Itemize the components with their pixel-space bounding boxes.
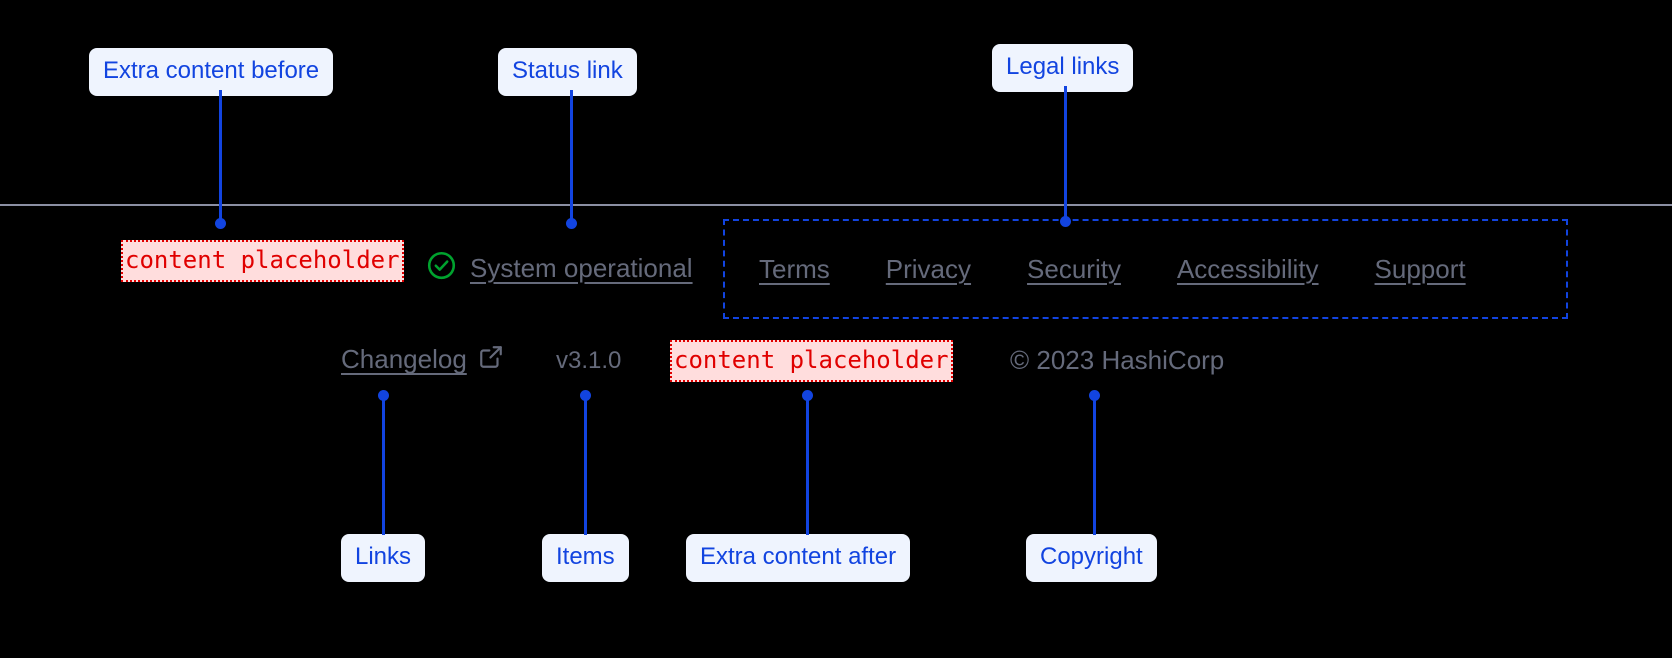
annotation-leader-links (382, 396, 385, 535)
check-circle-icon (426, 250, 457, 286)
copyright-text: © 2023 HashiCorp (1010, 345, 1225, 375)
copyright: © 2023 HashiCorp (1010, 345, 1224, 376)
annotation-leader-legal-links (1064, 86, 1067, 221)
annotation-legal-links: Legal links (992, 44, 1134, 92)
annotation-links: Links (341, 534, 426, 582)
legal-link-security[interactable]: Security (1027, 253, 1121, 284)
annotation-dot-legal-links (1060, 216, 1071, 227)
annotation-leader-extra-before (219, 90, 222, 223)
status-link-label: System operational (470, 252, 693, 283)
annotation-dot-status-link (566, 218, 577, 229)
legal-links-group: Terms Privacy Security Accessibility Sup… (723, 219, 1568, 319)
legal-link-privacy[interactable]: Privacy (885, 253, 972, 284)
content-placeholder-after: content placeholder (670, 340, 953, 382)
version-value: v3.1.0 (556, 347, 622, 374)
extra-content-before-slot: content placeholder (121, 240, 404, 282)
annotation-leader-extra-after (806, 396, 809, 535)
annotation-dot-copyright (1089, 390, 1100, 401)
annotation-dot-items (580, 390, 591, 401)
annotation-leader-copyright (1093, 396, 1096, 535)
annotation-leader-items (584, 396, 587, 535)
status-link[interactable]: System operational (426, 250, 693, 286)
annotation-dot-links (378, 390, 389, 401)
legal-link-support[interactable]: Support (1374, 253, 1466, 284)
annotation-extra-content-before: Extra content before (89, 48, 334, 96)
footer-top-divider (0, 204, 1672, 206)
legal-link-accessibility[interactable]: Accessibility (1176, 253, 1319, 284)
changelog-label: Changelog (341, 344, 467, 374)
content-placeholder-before: content placeholder (121, 240, 404, 282)
annotation-copyright: Copyright (1026, 534, 1157, 582)
annotation-extra-content-after: Extra content after (686, 534, 911, 582)
annotation-dot-extra-after (802, 390, 813, 401)
annotation-dot-extra-before (215, 218, 226, 229)
annotation-status-link: Status link (498, 48, 637, 96)
external-link-icon (478, 344, 504, 375)
legal-link-terms[interactable]: Terms (759, 253, 830, 284)
extra-content-after-slot: content placeholder (670, 340, 953, 382)
annotation-items: Items (542, 534, 629, 582)
annotation-leader-status-link (570, 90, 573, 223)
version-label: v3.1.0 (556, 347, 621, 375)
changelog-link[interactable]: Changelog (341, 344, 504, 375)
